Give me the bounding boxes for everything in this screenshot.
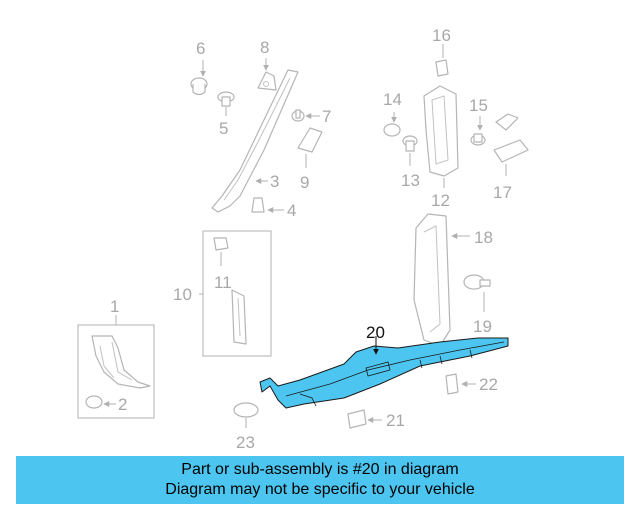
part-14-clip[interactable] — [383, 112, 401, 137]
callout-7: 7 — [322, 107, 331, 126]
callout-3: 3 — [270, 172, 279, 191]
callout-4: 4 — [287, 201, 296, 220]
part-2-clip[interactable] — [85, 395, 116, 409]
callout-10: 10 — [173, 285, 192, 304]
info-banner: Part or sub-assembly is #20 in diagram D… — [16, 456, 624, 504]
part-7-screw[interactable] — [291, 109, 320, 122]
callout-15: 15 — [469, 96, 488, 115]
part-17-bezel[interactable] — [493, 113, 529, 176]
part-12-b-pillar-upper[interactable] — [423, 85, 459, 188]
part-8-bracket[interactable] — [257, 58, 277, 91]
part-4-clip[interactable] — [251, 197, 284, 213]
part-23-plug[interactable] — [233, 402, 259, 428]
callout-13: 13 — [401, 171, 420, 190]
part-13-screw[interactable] — [402, 135, 418, 166]
callout-18: 18 — [474, 228, 493, 247]
callout-16: 16 — [432, 26, 451, 45]
part-18-b-pillar-lower[interactable] — [413, 213, 470, 347]
callout-23: 23 — [236, 433, 255, 452]
banner-line-1: Part or sub-assembly is #20 in diagram — [181, 461, 459, 478]
callout-20: 20 — [366, 323, 385, 342]
part-1-kick-panel[interactable] — [91, 335, 151, 389]
callout-8: 8 — [260, 38, 269, 57]
part-16-clip[interactable] — [435, 44, 449, 77]
callout-12: 12 — [431, 191, 450, 210]
part-9-cover[interactable] — [297, 127, 323, 168]
callout-5: 5 — [219, 119, 228, 138]
part-3-a-pillar-trim[interactable] — [211, 69, 299, 213]
part-15-screw[interactable] — [470, 116, 486, 146]
part-22-clip[interactable] — [445, 373, 476, 395]
callout-2: 2 — [118, 395, 127, 414]
banner-line-2: Diagram may not be specific to your vehi… — [165, 481, 475, 498]
callout-14: 14 — [383, 90, 402, 109]
callout-19: 19 — [473, 317, 492, 336]
callout-11: 11 — [214, 273, 232, 292]
part-5-screw[interactable] — [217, 91, 235, 116]
part-20-sill-plate[interactable] — [259, 336, 509, 409]
callout-9: 9 — [300, 173, 309, 192]
part-19-screw[interactable] — [463, 274, 491, 312]
callout-21: 21 — [386, 411, 405, 430]
part-6-clip[interactable] — [190, 60, 208, 96]
part-11-trim-strip[interactable] — [213, 237, 247, 345]
part-21-clip[interactable] — [347, 409, 382, 429]
callout-6: 6 — [196, 39, 205, 58]
callout-17: 17 — [493, 183, 512, 202]
callout-1: 1 — [110, 297, 119, 316]
callout-22: 22 — [479, 375, 498, 394]
